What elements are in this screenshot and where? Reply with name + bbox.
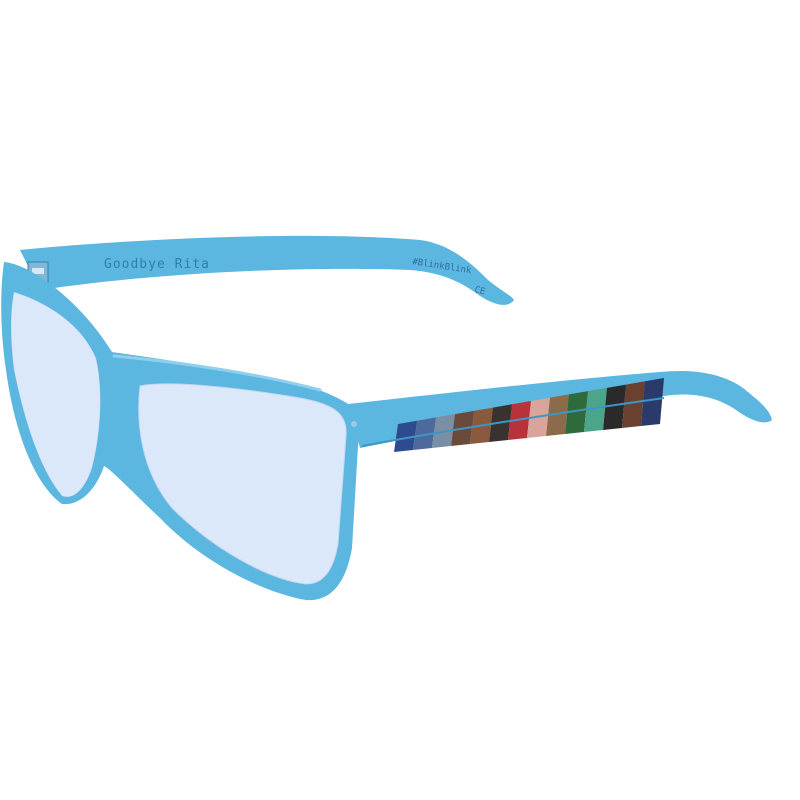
- ce-mark: CE: [473, 285, 486, 297]
- right-lens: [138, 383, 347, 585]
- stripe-segment: [603, 384, 626, 430]
- far-temple-arm: [20, 235, 514, 305]
- stripe-segment: [394, 420, 417, 452]
- stripe-segment: [641, 378, 664, 426]
- arm-shadow: [361, 397, 665, 447]
- stripe-segment: [584, 387, 607, 432]
- hinge-screw: [351, 421, 357, 427]
- front-frame: [1, 262, 360, 601]
- brand-imprint: Goodbye Rita: [104, 257, 210, 272]
- stripe-segment: [413, 417, 436, 450]
- stripe-segment: [527, 397, 550, 438]
- stripe-segment: [622, 381, 645, 428]
- frame-highlight: [112, 354, 322, 392]
- stripe-segment: [565, 391, 588, 434]
- stripe-band: [394, 378, 664, 452]
- stripe-segment: [546, 394, 569, 436]
